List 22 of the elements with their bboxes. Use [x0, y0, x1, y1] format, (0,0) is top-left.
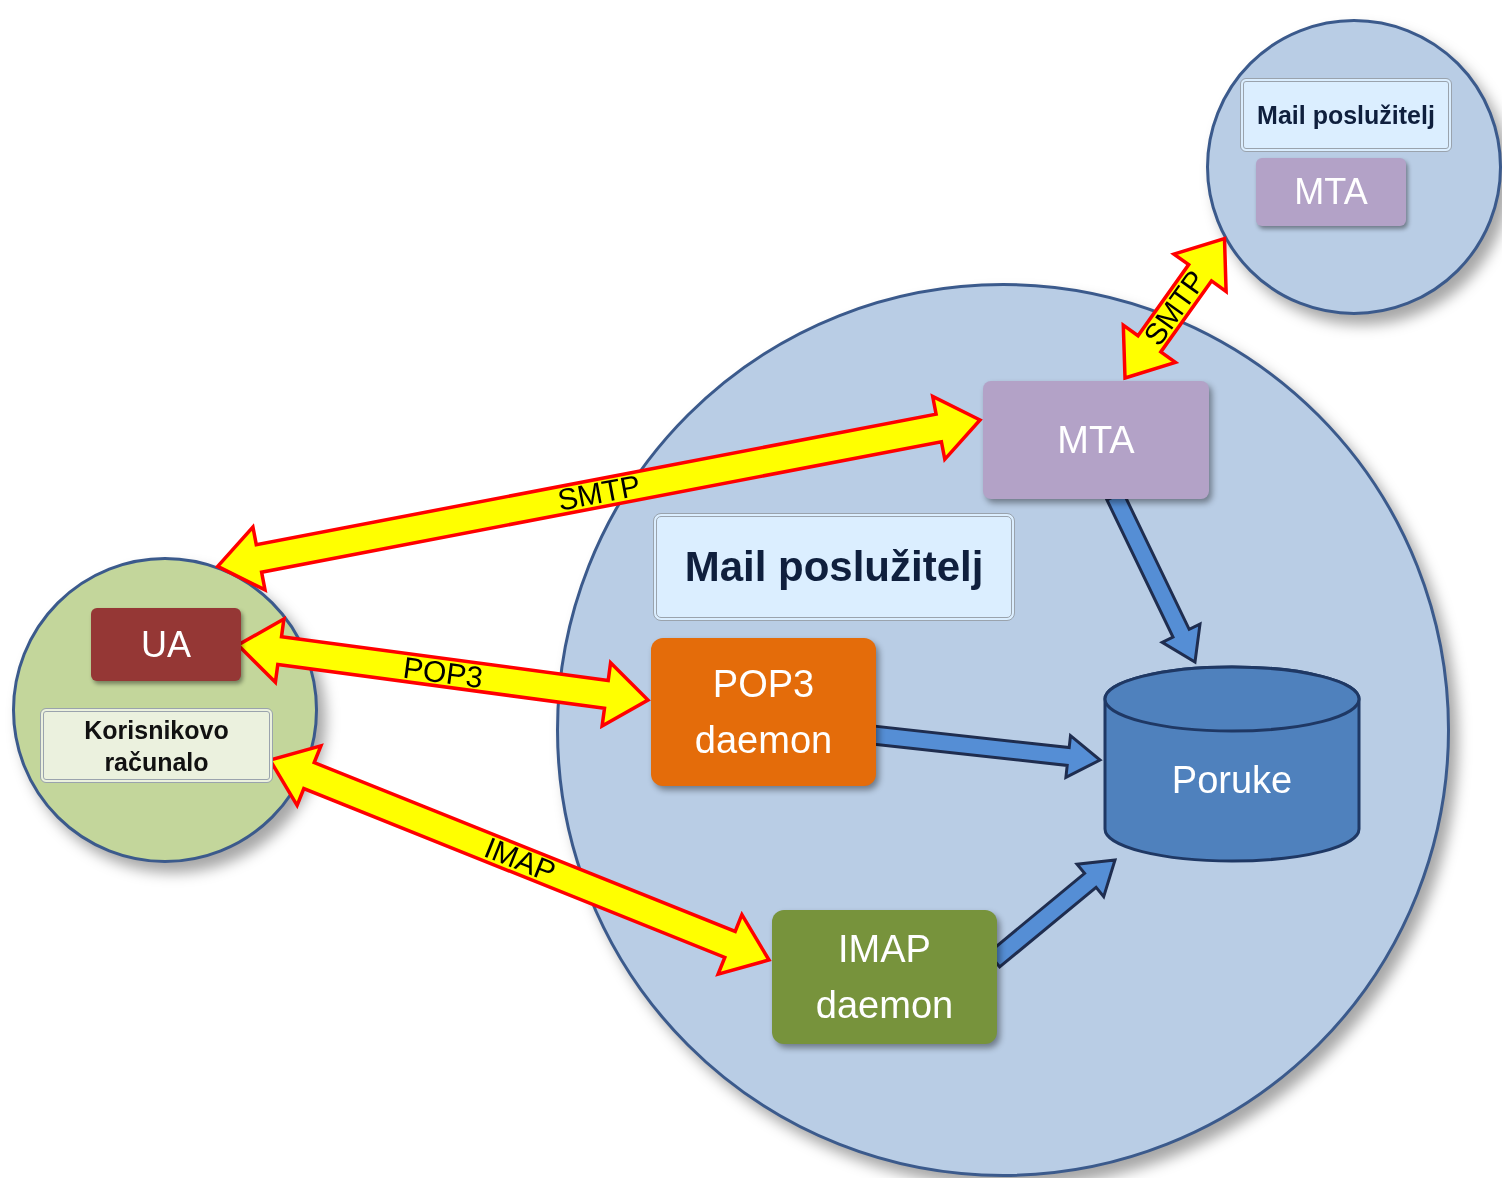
server-label-box	[653, 513, 1015, 621]
node-label: IMAP daemon	[814, 927, 955, 1028]
edge-label: POP3	[401, 652, 485, 693]
node-label: UA	[141, 622, 191, 667]
process-box	[91, 608, 241, 681]
computer-label-box	[40, 708, 273, 783]
process-box	[983, 381, 1209, 499]
node-label: MTA	[1294, 170, 1368, 214]
process-box	[772, 910, 997, 1044]
node-label: Mail poslužitelj	[684, 542, 984, 592]
double-arrow	[1121, 236, 1228, 381]
node-label: MTA	[1057, 417, 1135, 463]
process-box	[651, 638, 876, 786]
node-label: POP3 daemon	[693, 662, 834, 763]
node-label: Mail poslužitelj	[1257, 100, 1435, 130]
process-box	[1256, 158, 1406, 226]
edge-label: SMTP	[555, 470, 643, 516]
edge-label: IMAP	[479, 832, 560, 888]
node-label: Poruke	[1171, 757, 1293, 803]
node-label: Korisnikovo računalo	[83, 714, 230, 778]
server-label-box	[1240, 78, 1452, 152]
double-arrow	[214, 393, 983, 594]
